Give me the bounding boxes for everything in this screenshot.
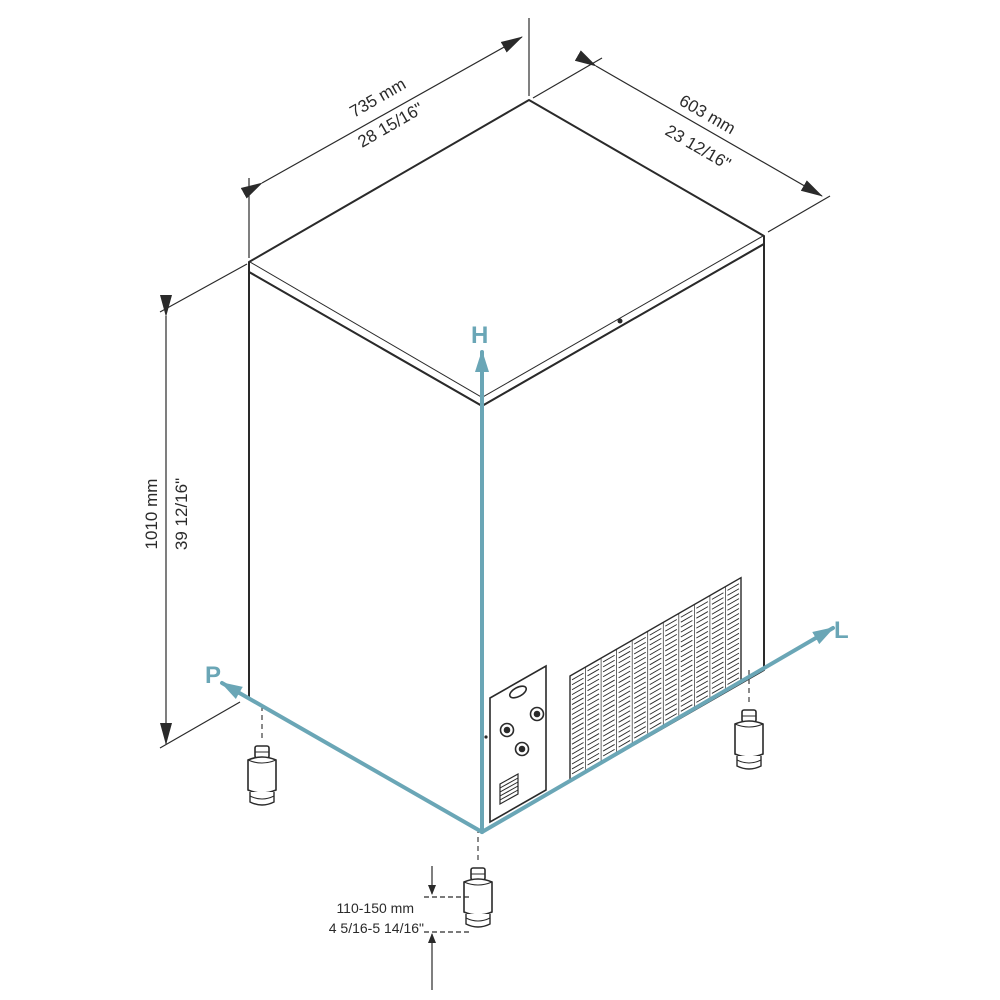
adjustable-foot-icon [247,706,277,806]
height-metric-label: 1010 mm [142,479,161,550]
control-panel [484,664,547,824]
height-imperial-label: 39 12/16" [172,478,191,550]
dimension-feet [424,866,470,990]
control-knob-icon [499,722,515,738]
control-knob-icon [514,741,530,757]
ventilation-grille-icon [569,576,742,782]
adjustable-foot-icon [463,828,493,928]
panel-vent [499,772,519,806]
axes [220,350,835,834]
adjustable-foot-icon [734,670,764,770]
axis-l-arrow [480,626,835,834]
display-window [508,685,528,699]
width-dimension-line [240,36,523,199]
axis-label-l: L [834,617,849,644]
lid-lock [617,318,623,324]
axis-p-arrow [220,681,484,834]
dimension-depth [532,50,831,233]
feet-metric-label: 110-150 mm [336,900,414,916]
axis-label-p: P [205,662,221,689]
feet-imperial-label: 4 5/16-5 14/16" [329,920,424,936]
depth-dimension-line [574,50,823,197]
axis-label-h: H [471,322,488,349]
feet-group [247,670,764,928]
control-knob-icon [529,706,545,722]
dimension-height [159,263,248,749]
dimension-width [240,18,530,258]
